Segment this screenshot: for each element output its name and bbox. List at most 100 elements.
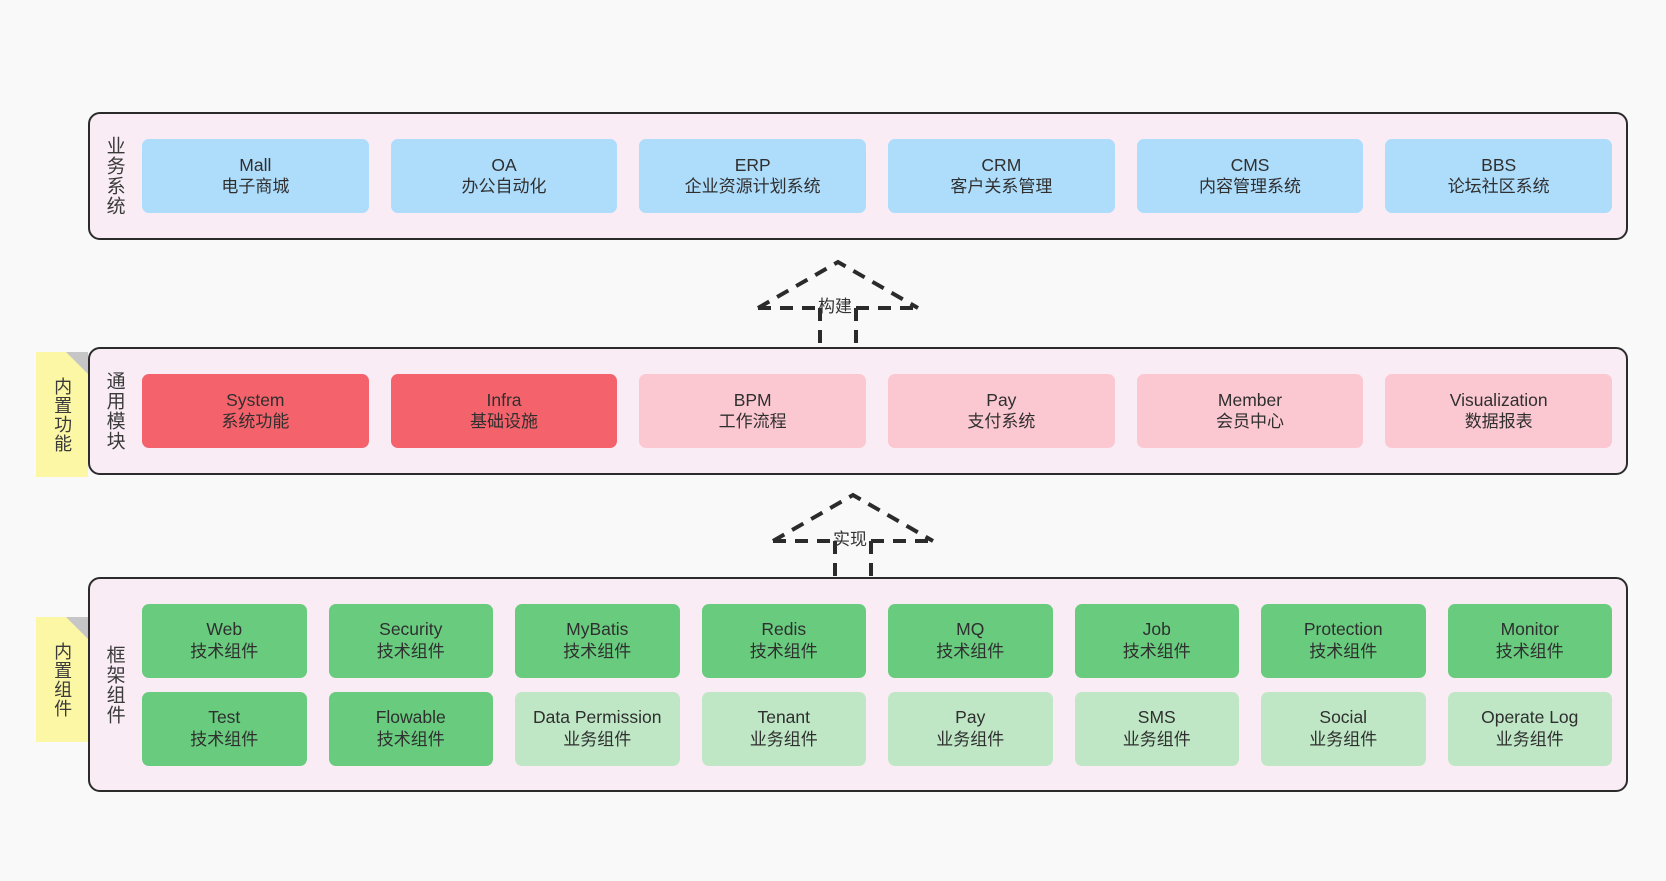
card-title: Protection — [1303, 619, 1383, 640]
card-title: Mall — [239, 154, 272, 175]
note-builtin-component: 内置组件 — [36, 617, 88, 742]
card-oa[interactable]: OA 办公自动化 — [390, 139, 618, 213]
card-erp[interactable]: ERP 企业资源计划系统 — [639, 139, 867, 213]
card-subtitle: 企业资源计划系统 — [684, 177, 821, 197]
layer-title-common-modules: 通用模块 — [103, 371, 125, 451]
card-system[interactable]: System 系统功能 — [142, 374, 369, 448]
card-pay-business[interactable]: Pay 业务组件 — [888, 691, 1053, 766]
card-title: Job — [1142, 619, 1171, 640]
card-title: Social — [1319, 707, 1368, 728]
card-title: MyBatis — [566, 619, 629, 640]
card-redis[interactable]: Redis 技术组件 — [701, 603, 866, 678]
card-title: CRM — [981, 154, 1022, 175]
card-subtitle: 工作流程 — [718, 412, 787, 432]
card-sms[interactable]: SMS 业务组件 — [1074, 691, 1239, 766]
card-subtitle: 技术组件 — [376, 729, 445, 749]
card-row: Test 技术组件 Flowable 技术组件 Data Permission … — [142, 691, 1612, 766]
card-subtitle: 业务组件 — [1309, 729, 1378, 749]
card-subtitle: 会员中心 — [1216, 412, 1285, 432]
card-title: Tenant — [757, 707, 811, 728]
card-title: Member — [1217, 389, 1283, 410]
card-infra[interactable]: Infra 基础设施 — [390, 374, 618, 448]
card-subtitle: 基础设施 — [470, 412, 538, 432]
card-subtitle: 内容管理系统 — [1199, 177, 1302, 197]
card-subtitle: 业务组件 — [1122, 729, 1191, 749]
card-row: Web 技术组件 Security 技术组件 MyBatis 技术组件 Redi… — [142, 603, 1612, 678]
card-title: Monitor — [1500, 619, 1559, 640]
card-visualization[interactable]: Visualization 数据报表 — [1385, 374, 1613, 448]
card-subtitle: 技术组件 — [190, 641, 259, 661]
card-subtitle: 技术组件 — [376, 641, 445, 661]
card-bbs[interactable]: BBS 论坛社区系统 — [1385, 139, 1613, 213]
layer-body-framework-components: Web 技术组件 Security 技术组件 MyBatis 技术组件 Redi… — [138, 579, 1626, 790]
card-title: Visualization — [1449, 389, 1548, 410]
card-pay[interactable]: Pay 支付系统 — [888, 374, 1115, 448]
card-cms[interactable]: CMS 内容管理系统 — [1136, 139, 1364, 213]
card-subtitle: 技术组件 — [1309, 641, 1378, 661]
card-title: ERP — [734, 154, 771, 175]
card-tenant[interactable]: Tenant 业务组件 — [701, 691, 866, 766]
card-title: BPM — [733, 389, 772, 410]
card-title: Security — [379, 619, 443, 640]
card-flowable[interactable]: Flowable 技术组件 — [328, 691, 493, 766]
card-mybatis[interactable]: MyBatis 技术组件 — [515, 603, 680, 678]
card-mq[interactable]: MQ 技术组件 — [888, 603, 1053, 678]
card-title: CMS — [1230, 154, 1270, 175]
card-subtitle: 数据报表 — [1464, 412, 1533, 432]
card-operate-log[interactable]: Operate Log 业务组件 — [1447, 691, 1612, 766]
card-security[interactable]: Security 技术组件 — [328, 603, 493, 678]
card-subtitle: 论坛社区系统 — [1447, 177, 1550, 197]
card-subtitle: 办公自动化 — [461, 177, 547, 197]
card-member[interactable]: Member 会员中心 — [1136, 374, 1364, 448]
card-web[interactable]: Web 技术组件 — [142, 603, 307, 678]
card-title: BBS — [1481, 154, 1517, 175]
layer-business-systems: 业务系统 Mall 电子商城 OA 办公自动化 ERP 企业资源计划系统 CRM… — [88, 112, 1628, 240]
note-label: 内置功能 — [52, 376, 73, 453]
card-title: System — [226, 389, 285, 410]
card-subtitle: 业务组件 — [563, 729, 632, 749]
card-subtitle: 技术组件 — [749, 641, 818, 661]
card-title: Infra — [486, 389, 522, 410]
card-title: Operate Log — [1481, 707, 1579, 728]
layer-framework-components: 框架组件 Web 技术组件 Security 技术组件 MyBatis 技术组件… — [88, 577, 1628, 792]
card-social[interactable]: Social 业务组件 — [1261, 691, 1426, 766]
card-subtitle: 业务组件 — [749, 729, 818, 749]
note-fold-icon — [66, 352, 88, 374]
card-subtitle: 技术组件 — [1495, 641, 1564, 661]
card-job[interactable]: Job 技术组件 — [1074, 603, 1239, 678]
card-title: Pay — [986, 389, 1017, 410]
arrow-label-implement: 实现 — [833, 530, 867, 549]
note-label: 内置组件 — [52, 641, 73, 718]
card-title: SMS — [1137, 707, 1176, 728]
card-subtitle: 电子商城 — [221, 177, 290, 197]
card-title: Pay — [955, 707, 986, 728]
card-bpm[interactable]: BPM 工作流程 — [639, 374, 867, 448]
card-title: MQ — [956, 619, 985, 640]
layer-body-business-systems: Mall 电子商城 OA 办公自动化 ERP 企业资源计划系统 CRM 客户关系… — [138, 114, 1626, 238]
card-title: Web — [206, 619, 243, 640]
card-test[interactable]: Test 技术组件 — [142, 691, 307, 766]
card-title: Test — [208, 707, 241, 728]
note-builtin-function: 内置功能 — [36, 352, 88, 477]
card-subtitle: 业务组件 — [936, 729, 1005, 749]
card-subtitle: 技术组件 — [1122, 641, 1191, 661]
arrow-label-build: 构建 — [818, 297, 852, 316]
card-crm[interactable]: CRM 客户关系管理 — [888, 139, 1115, 213]
card-subtitle: 系统功能 — [221, 412, 290, 432]
card-title: Data Permission — [533, 707, 662, 728]
layer-title-framework-components: 框架组件 — [103, 644, 125, 725]
card-title: Flowable — [375, 707, 446, 728]
note-fold-icon — [66, 617, 88, 639]
arrow-build: 构建 — [750, 256, 930, 348]
card-subtitle: 客户关系管理 — [950, 177, 1053, 197]
layer-title-business-systems: 业务系统 — [103, 136, 125, 216]
card-title: OA — [491, 154, 517, 175]
card-title: Redis — [761, 619, 807, 640]
arrow-implement: 实现 — [765, 489, 945, 581]
card-data-permission[interactable]: Data Permission 业务组件 — [515, 691, 680, 766]
card-row: Mall 电子商城 OA 办公自动化 ERP 企业资源计划系统 CRM 客户关系… — [142, 139, 1613, 213]
card-mall[interactable]: Mall 电子商城 — [142, 139, 369, 213]
card-protection[interactable]: Protection 技术组件 — [1261, 603, 1426, 678]
card-monitor[interactable]: Monitor 技术组件 — [1447, 603, 1612, 678]
